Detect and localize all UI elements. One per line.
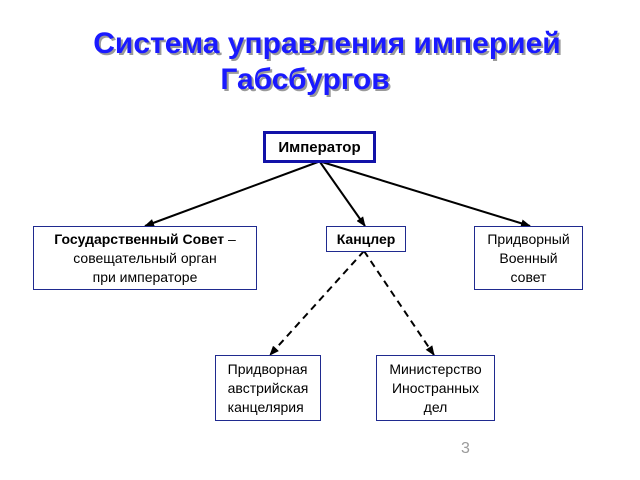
- node-foreign-ministry: Министерство Иностранных дел: [376, 355, 495, 421]
- node-court-chancellery: Придворная австрийская канцелярия: [215, 355, 321, 421]
- node-war-council: Придворный Военный совет: [474, 226, 583, 290]
- foreign-ministry-line-2: Иностранных: [391, 379, 480, 396]
- court-chancellery-line-3: канцелярия: [227, 398, 304, 415]
- war-council-line-2: Военный: [499, 249, 558, 266]
- edge-chancellor-court-chancellery: [269, 250, 365, 356]
- edge-emperor-state-council: [144, 161, 319, 227]
- foreign-ministry-line-1: Министерство: [389, 360, 482, 377]
- court-chancellery-line-2: австрийская: [227, 379, 309, 396]
- foreign-ministry-line-3: дел: [423, 398, 448, 415]
- court-chancellery-line-1: Придворная: [227, 360, 308, 377]
- state-council-name: Государственный Совет: [54, 230, 225, 247]
- page-number: 3: [461, 440, 470, 457]
- state-council-line-2: совещательный орган: [73, 249, 217, 266]
- edge-emperor-chancellor: [319, 161, 366, 227]
- node-emperor: Император: [263, 131, 376, 163]
- title-line-2: Габсбургов: [220, 63, 390, 96]
- edge-chancellor-foreign-ministry: [363, 250, 435, 356]
- node-chancellor-label: Канцлер: [336, 230, 396, 247]
- node-state-council: Государственный Совет – совещательный ор…: [33, 226, 257, 290]
- state-council-dash: –: [224, 230, 236, 247]
- title-line-1: Система управления империей: [93, 27, 561, 60]
- war-council-line-1: Придворный: [487, 230, 570, 247]
- war-council-line-3: совет: [510, 268, 547, 285]
- slide-title: Система управления империей Габсбургов: [0, 26, 640, 98]
- edge-emperor-war-council: [321, 161, 531, 228]
- state-council-line-3: при императоре: [92, 268, 198, 285]
- node-chancellor: Канцлер: [326, 226, 406, 252]
- node-emperor-label: Император: [278, 138, 361, 156]
